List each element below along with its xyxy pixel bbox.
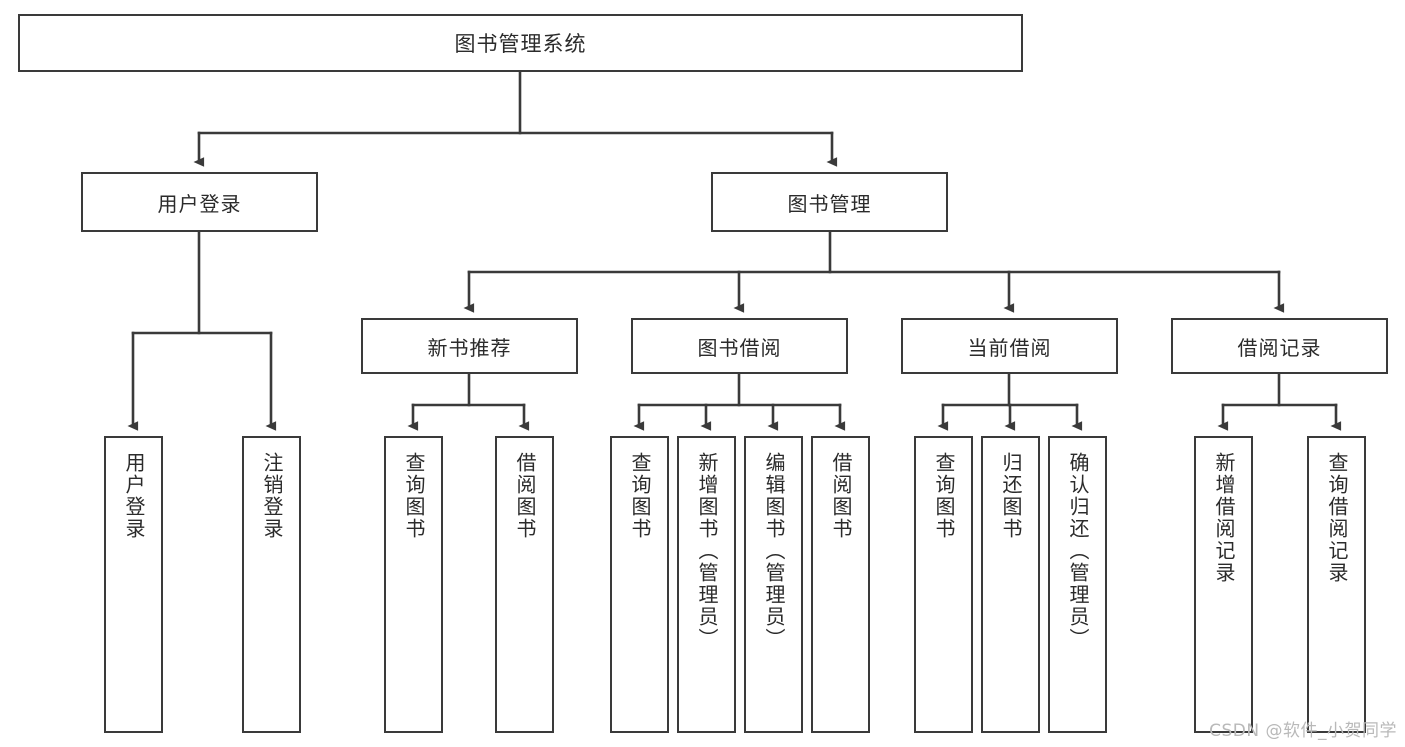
node-leaf-return-book-label: 归还图书 <box>999 452 1023 540</box>
node-leaf-query-book-3[interactable]: 查询图书 <box>914 436 973 733</box>
node-book-borrow[interactable]: 图书借阅 <box>631 318 848 374</box>
node-leaf-query-book-3-label: 查询图书 <box>932 452 956 540</box>
node-leaf-add-book-label: 新增图书（管理员） <box>695 452 719 650</box>
node-new-book-recommend-label: 新书推荐 <box>427 335 512 360</box>
node-leaf-edit-book-label: 编辑图书（管理员） <box>762 452 786 650</box>
node-user-login[interactable]: 用户登录 <box>81 172 318 232</box>
node-current-borrow-label: 当前借阅 <box>967 335 1052 360</box>
node-leaf-borrow-book-1[interactable]: 借阅图书 <box>495 436 554 733</box>
node-book-management-label: 图书管理 <box>787 191 872 216</box>
node-leaf-query-book-2[interactable]: 查询图书 <box>610 436 669 733</box>
node-leaf-add-book[interactable]: 新增图书（管理员） <box>677 436 736 733</box>
node-leaf-confirm-return[interactable]: 确认归还（管理员） <box>1048 436 1107 733</box>
watermark: CSDN @软件_小贺同学 <box>1209 721 1397 741</box>
node-leaf-logout-login-label: 注销登录 <box>260 452 284 540</box>
node-borrow-record-label: 借阅记录 <box>1237 335 1322 360</box>
node-leaf-user-login-label: 用户登录 <box>122 452 146 540</box>
node-leaf-add-record-label: 新增借阅记录 <box>1212 452 1236 584</box>
node-leaf-query-record[interactable]: 查询借阅记录 <box>1307 436 1366 733</box>
node-new-book-recommend[interactable]: 新书推荐 <box>361 318 578 374</box>
node-borrow-record[interactable]: 借阅记录 <box>1171 318 1388 374</box>
node-user-login-label: 用户登录 <box>157 191 242 216</box>
node-leaf-confirm-return-label: 确认归还（管理员） <box>1066 452 1090 650</box>
node-leaf-borrow-book-2[interactable]: 借阅图书 <box>811 436 870 733</box>
node-leaf-borrow-book-1-label: 借阅图书 <box>513 452 537 540</box>
node-book-borrow-label: 图书借阅 <box>697 335 782 360</box>
node-leaf-user-login[interactable]: 用户登录 <box>104 436 163 733</box>
node-leaf-borrow-book-2-label: 借阅图书 <box>829 452 853 540</box>
node-leaf-return-book[interactable]: 归还图书 <box>981 436 1040 733</box>
node-leaf-logout-login[interactable]: 注销登录 <box>242 436 301 733</box>
node-root[interactable]: 图书管理系统 <box>18 14 1023 72</box>
node-leaf-add-record[interactable]: 新增借阅记录 <box>1194 436 1253 733</box>
node-current-borrow[interactable]: 当前借阅 <box>901 318 1118 374</box>
node-leaf-query-record-label: 查询借阅记录 <box>1325 452 1349 584</box>
node-leaf-query-book-1-label: 查询图书 <box>402 452 426 540</box>
node-root-label: 图书管理系统 <box>454 32 587 56</box>
node-leaf-query-book-2-label: 查询图书 <box>628 452 652 540</box>
node-book-management[interactable]: 图书管理 <box>711 172 948 232</box>
node-leaf-edit-book[interactable]: 编辑图书（管理员） <box>744 436 803 733</box>
node-leaf-query-book-1[interactable]: 查询图书 <box>384 436 443 733</box>
